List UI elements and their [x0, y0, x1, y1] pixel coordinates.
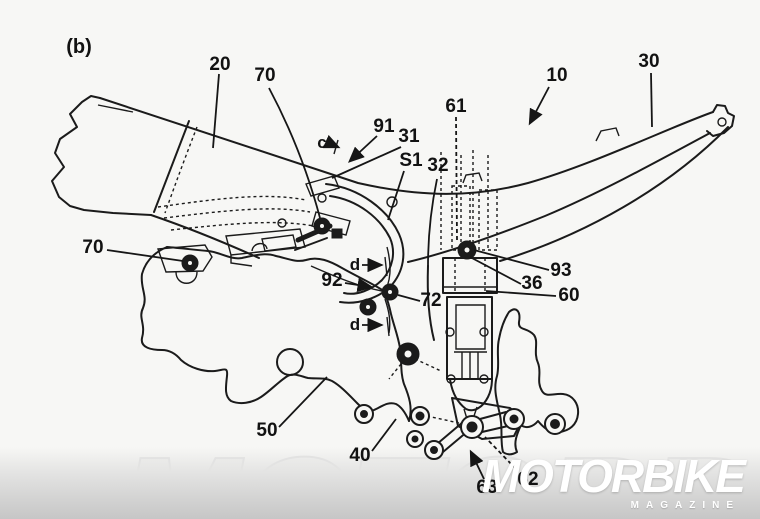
label-63: 63: [476, 477, 497, 498]
leader-line-10: [528, 86, 550, 126]
leader-line-30: [650, 72, 653, 128]
pivot-plate: [494, 308, 580, 456]
label-91: 91: [373, 116, 395, 137]
leader-line-62: [484, 436, 517, 470]
leader-line-20: [212, 73, 220, 149]
label-20: 20: [209, 54, 230, 75]
label-32: 32: [427, 155, 448, 176]
label-72: 72: [420, 290, 441, 311]
label-70a: 70: [254, 65, 275, 86]
label-36: 36: [521, 273, 542, 294]
label-61: 61: [445, 96, 467, 117]
leader-line-50: [278, 376, 328, 428]
leader-line-60: [485, 290, 557, 297]
label-31: 31: [398, 126, 420, 147]
label-93: 93: [550, 260, 571, 281]
leader-line-93: [473, 249, 550, 271]
leader-line-63: [469, 449, 485, 480]
leader-line-91: [348, 135, 378, 163]
label-10: 10: [546, 65, 567, 86]
leader-line-S1: [387, 170, 405, 221]
leader-line-92: [344, 277, 374, 293]
label-62: 62: [517, 469, 538, 490]
leader-line-72: [397, 294, 421, 302]
label-S1: S1: [399, 150, 423, 171]
engine-cases: [140, 246, 442, 424]
leader-line-40: [371, 418, 397, 452]
leader-line-31: [331, 146, 402, 179]
fuel-tank-outline: [51, 95, 714, 259]
label-b: (b): [66, 36, 92, 58]
leader-line-70a: [268, 87, 321, 219]
label-d2: d: [350, 315, 360, 334]
label-30: 30: [638, 51, 659, 72]
label-c: c: [317, 133, 326, 152]
leader-line-70b: [106, 249, 184, 262]
leader-line-61: [455, 116, 458, 241]
steering-head-bracket: [157, 175, 383, 292]
leader-line-32: [427, 178, 438, 267]
leader-line-36: [469, 256, 522, 285]
label-60: 60: [558, 285, 579, 306]
suspension-linkage: [406, 397, 525, 460]
label-92: 92: [321, 270, 342, 291]
label-d1: d: [350, 255, 360, 274]
label-50: 50: [256, 420, 277, 441]
label-70b: 70: [82, 237, 103, 258]
seat-rail: [407, 104, 735, 263]
frame-member-curve: [426, 265, 435, 341]
label-40: 40: [349, 445, 370, 466]
leader-line-c: [322, 134, 341, 149]
